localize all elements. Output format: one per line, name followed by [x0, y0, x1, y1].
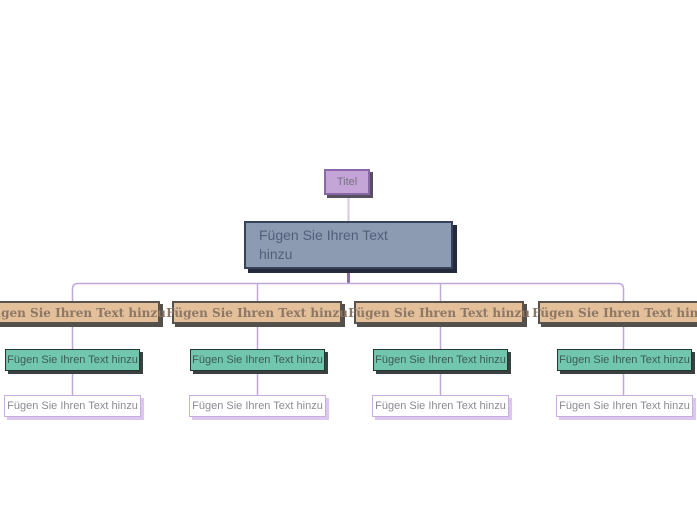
- node-label: Fügen Sie Ihren Text hinzu: [375, 400, 506, 412]
- node-label: Fügen Sie Ihren Text hinzu: [559, 400, 690, 412]
- node-col3-level2[interactable]: Fügen Sie Ihren Text hinzu: [373, 349, 508, 371]
- node-col3-level1[interactable]: Fügen Sie Ihren Text hinzu: [348, 301, 530, 324]
- node-label: Fügen Sie Ihren Text hinzu: [559, 354, 690, 366]
- node-label: Fügen Sie Ihren Text hinzu: [7, 354, 138, 366]
- node-label: Fügen Sie Ihren Text hinzu: [7, 400, 138, 412]
- node-title-label: Titel: [336, 176, 358, 188]
- node-label: Fügen Sie Ihren Text hinzu: [375, 354, 506, 366]
- node-col4-level1[interactable]: Fügen Sie Ihren Text hinzu: [532, 301, 697, 324]
- node-label: Fügen Sie Ihren Text hinzu: [348, 305, 530, 320]
- node-label: Fügen Sie Ihren Text hinzu: [0, 305, 166, 320]
- connector-trunk: [71, 282, 625, 302]
- node-col1-level2[interactable]: Fügen Sie Ihren Text hinzu: [5, 349, 140, 371]
- node-col1-level3[interactable]: Fügen Sie Ihren Text hinzu: [4, 395, 141, 417]
- node-label: Fügen Sie Ihren Text hinzu: [192, 354, 323, 366]
- node-col4-level2[interactable]: Fügen Sie Ihren Text hinzu: [557, 349, 692, 371]
- node-title[interactable]: Titel: [324, 169, 370, 195]
- node-root[interactable]: Fügen Sie Ihren Text hinzu: [244, 221, 453, 269]
- node-label: Fügen Sie Ihren Text hinzu: [532, 305, 697, 320]
- node-label: Fügen Sie Ihren Text hinzu: [166, 305, 348, 320]
- node-col2-level3[interactable]: Fügen Sie Ihren Text hinzu: [189, 395, 326, 417]
- node-col2-level2[interactable]: Fügen Sie Ihren Text hinzu: [190, 349, 325, 371]
- node-root-label: Fügen Sie Ihren Text hinzu: [259, 227, 388, 262]
- node-col4-level3[interactable]: Fügen Sie Ihren Text hinzu: [556, 395, 693, 417]
- node-col1-level1[interactable]: Fügen Sie Ihren Text hinzu: [0, 301, 166, 324]
- node-col2-level1[interactable]: Fügen Sie Ihren Text hinzu: [166, 301, 348, 324]
- node-col3-level3[interactable]: Fügen Sie Ihren Text hinzu: [372, 395, 509, 417]
- node-label: Fügen Sie Ihren Text hinzu: [192, 400, 323, 412]
